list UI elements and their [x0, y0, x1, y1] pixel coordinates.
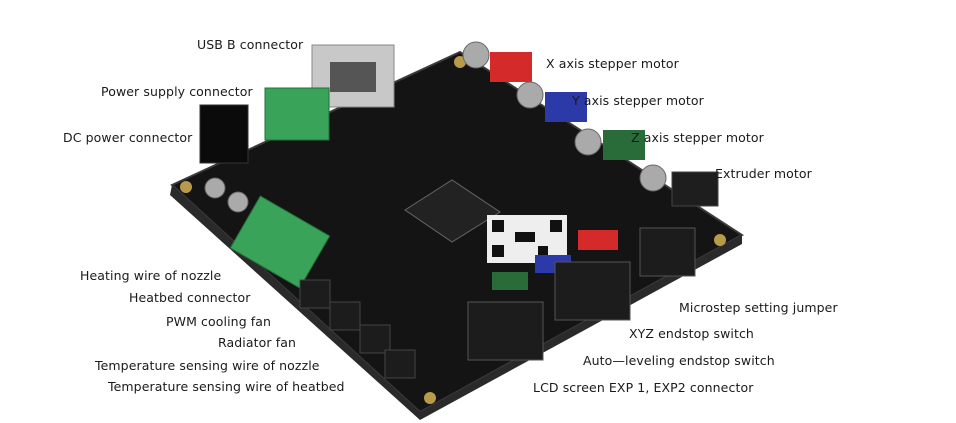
label-heatbed: Heatbed connector — [129, 290, 251, 305]
capacitor — [462, 41, 490, 69]
label-extruder: Extruder motor — [715, 166, 812, 181]
heater-terminal — [229, 195, 331, 289]
label-y-motor: Y axis stepper motor — [572, 93, 704, 108]
x-motor-connector — [490, 52, 532, 82]
label-auto-level: Auto—leveling endstop switch — [583, 353, 775, 368]
exp2-header — [554, 261, 631, 321]
label-dc-power: DC power connector — [63, 130, 193, 145]
mcu-chip — [404, 179, 501, 243]
label-z-motor: Z axis stepper motor — [631, 130, 764, 145]
mounting-hole — [180, 181, 192, 193]
label-xyz-endstop: XYZ endstop switch — [629, 326, 754, 341]
extruder-connector — [671, 171, 719, 207]
label-usb-b: USB B connector — [197, 37, 304, 52]
mounting-hole — [454, 56, 466, 68]
label-heating-nozzle: Heating wire of nozzle — [80, 268, 222, 283]
label-microstep: Microstep setting jumper — [679, 300, 838, 315]
endstop-connector — [578, 230, 618, 250]
label-temp-heatbed: Temperature sensing wire of heatbed — [108, 379, 345, 394]
exp1-header — [467, 301, 544, 361]
label-power-supply: Power supply connector — [101, 84, 253, 99]
capacitor — [516, 81, 544, 109]
label-lcd: LCD screen EXP 1, EXP2 connector — [533, 380, 754, 395]
label-pwm-fan: PWM cooling fan — [166, 314, 272, 329]
label-temp-nozzle: Temperature sensing wire of nozzle — [95, 358, 320, 373]
dc-jack — [199, 104, 249, 164]
label-x-motor: X axis stepper motor — [546, 56, 679, 71]
power-terminal — [264, 87, 330, 141]
mounting-hole — [714, 234, 726, 246]
label-radiator-fan: Radiator fan — [218, 335, 296, 350]
y-motor-connector — [545, 92, 587, 122]
capacitor — [639, 164, 667, 192]
z-motor-connector — [603, 130, 645, 160]
capacitor — [204, 177, 226, 199]
capacitor — [574, 128, 602, 156]
mounting-hole — [424, 392, 436, 404]
capacitor — [227, 191, 249, 213]
